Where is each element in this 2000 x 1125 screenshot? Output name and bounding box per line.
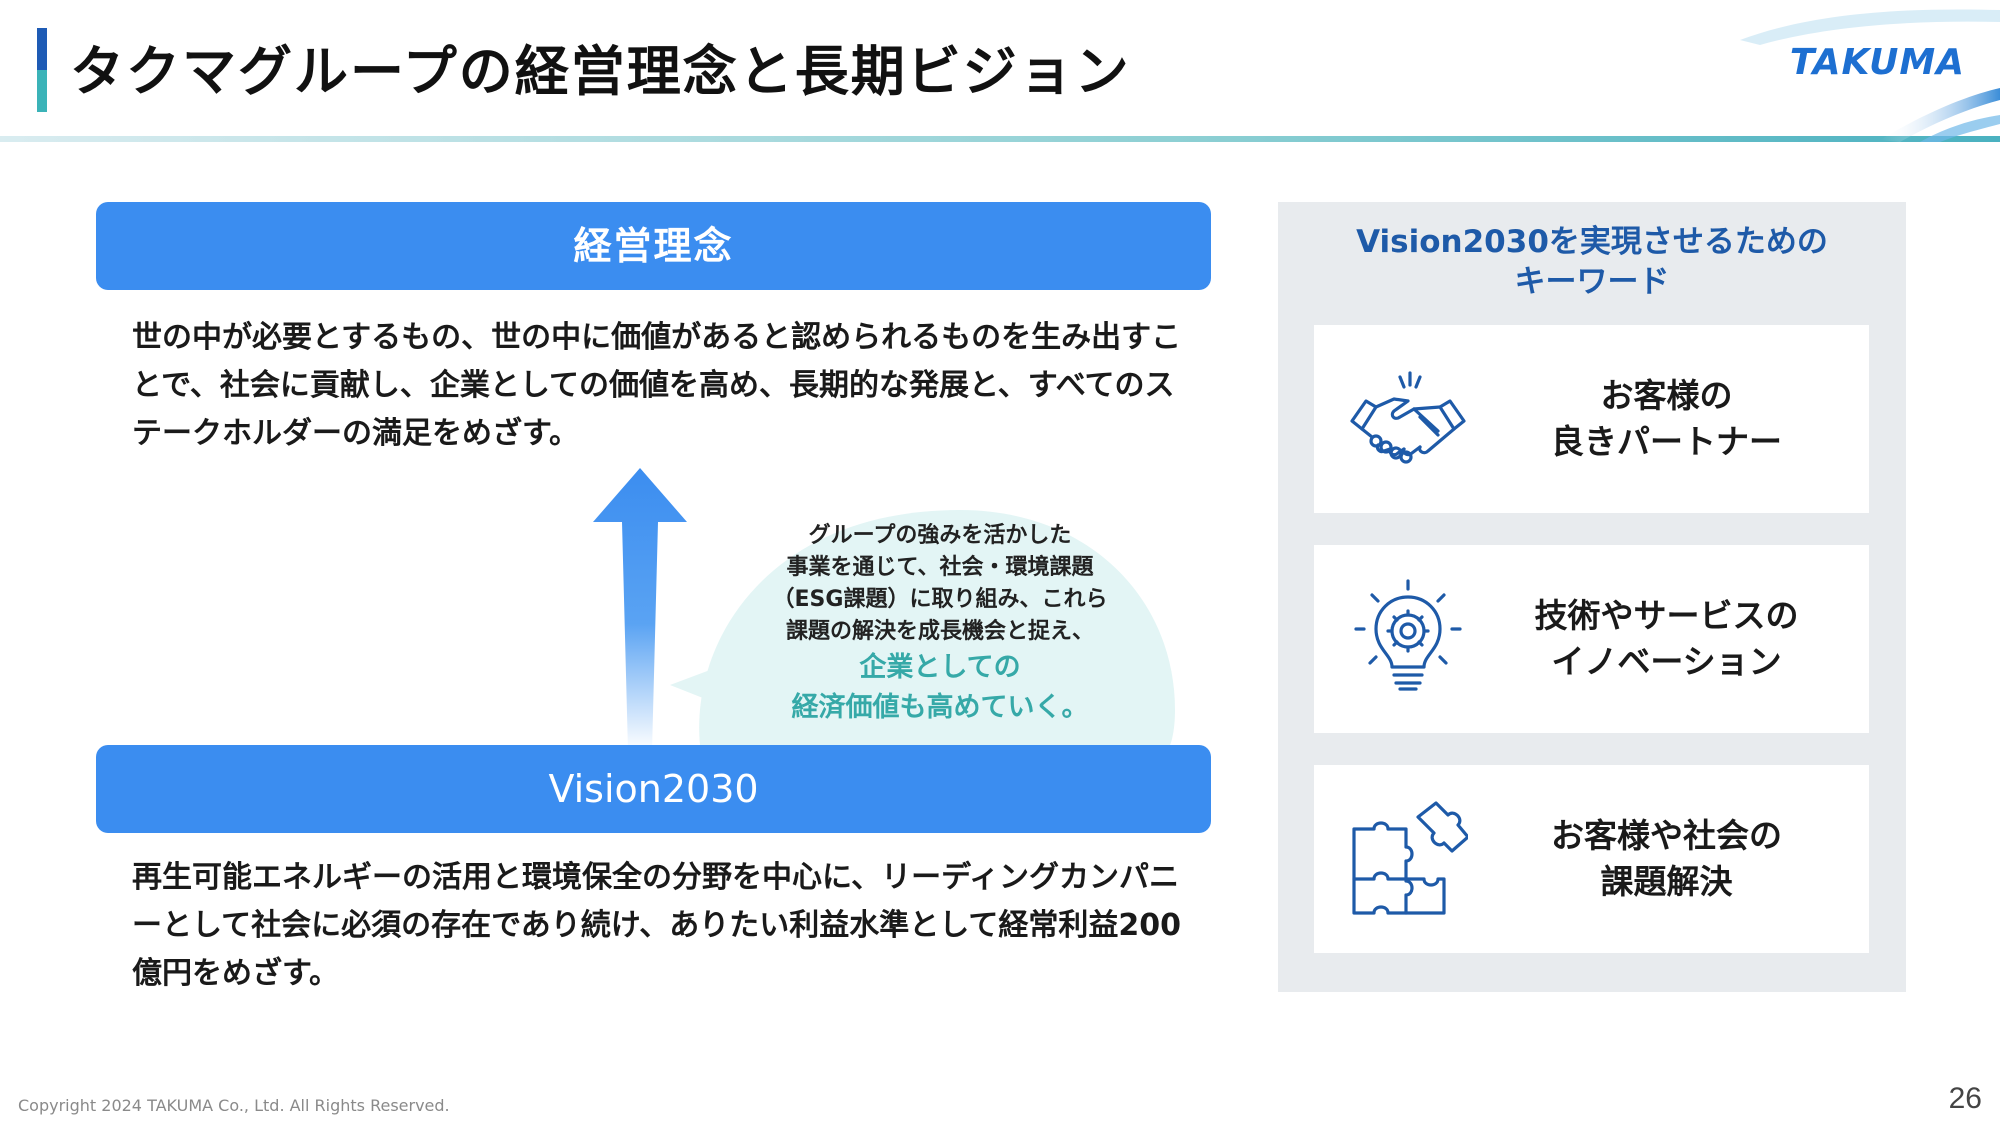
philosophy-text: 世の中が必要とするもの、世の中に価値があると認められるものを生み出すことで、社会… <box>132 320 1182 451</box>
vision-banner: Vision2030 <box>96 745 1211 833</box>
bubble-text: グループの強みを活かした 事業を通じて、社会・環境課題 （ESG課題）に取り組み… <box>740 520 1140 728</box>
keyword-line: イノベーション <box>1551 642 1782 681</box>
keyword-line: 課題解決 <box>1600 862 1733 901</box>
keyword-card-solution: お客様や社会の 課題解決 <box>1314 765 1869 953</box>
keyword-label: お客様や社会の 課題解決 <box>1494 765 1839 953</box>
title-accent-bar <box>37 28 47 112</box>
up-arrow-icon <box>593 468 687 751</box>
handshake-icon <box>1350 371 1466 464</box>
keyword-label: 技術やサービスの イノベーション <box>1494 545 1839 733</box>
bubble-line: （ESG課題）に取り組み、これら <box>772 587 1108 612</box>
keywords-heading: Vision2030を実現させるための キーワード <box>1278 222 1906 302</box>
keyword-line: お客様や社会の <box>1551 816 1782 855</box>
header-swoosh-decoration <box>0 9 2000 142</box>
puzzle-icon <box>1352 801 1468 915</box>
philosophy-banner: 経営理念 <box>96 202 1211 290</box>
bubble-line: グループの強みを活かした <box>808 523 1072 548</box>
keyword-line: 技術やサービスの <box>1534 596 1799 635</box>
bubble-accent-line: 経済価値も高めていく。 <box>791 692 1089 723</box>
keywords-heading-line1: Vision2030を実現させるための <box>1356 224 1828 260</box>
keyword-card-partner: お客様の 良きパートナー <box>1314 325 1869 513</box>
copyright-text: Copyright 2024 TAKUMA Co., Ltd. All Righ… <box>18 1096 450 1115</box>
keyword-line: お客様の <box>1600 376 1733 415</box>
speech-bubble-shape <box>670 510 1175 745</box>
bubble-line: 課題の解決を成長機会と捉え、 <box>785 619 1094 644</box>
vision-text: 再生可能エネルギーの活用と環境保全の分野を中心に、リーディングカンパニーとして社… <box>132 860 1182 991</box>
keyword-line: 良きパートナー <box>1551 422 1782 461</box>
page-number: 26 <box>1948 1082 1982 1115</box>
keyword-card-innovation: 技術やサービスの イノベーション <box>1314 545 1869 733</box>
takuma-logo: TAKUMA <box>1789 42 1965 83</box>
keyword-label: お客様の 良きパートナー <box>1494 325 1839 513</box>
page-title: タクマグループの経営理念と長期ビジョン <box>70 40 1131 103</box>
bubble-accent-line: 企業としての <box>859 652 1021 683</box>
bubble-line: 事業を通じて、社会・環境課題 <box>786 555 1094 580</box>
keywords-heading-line2: キーワード <box>1514 264 1670 300</box>
lightbulb-gear-icon <box>1354 579 1462 691</box>
